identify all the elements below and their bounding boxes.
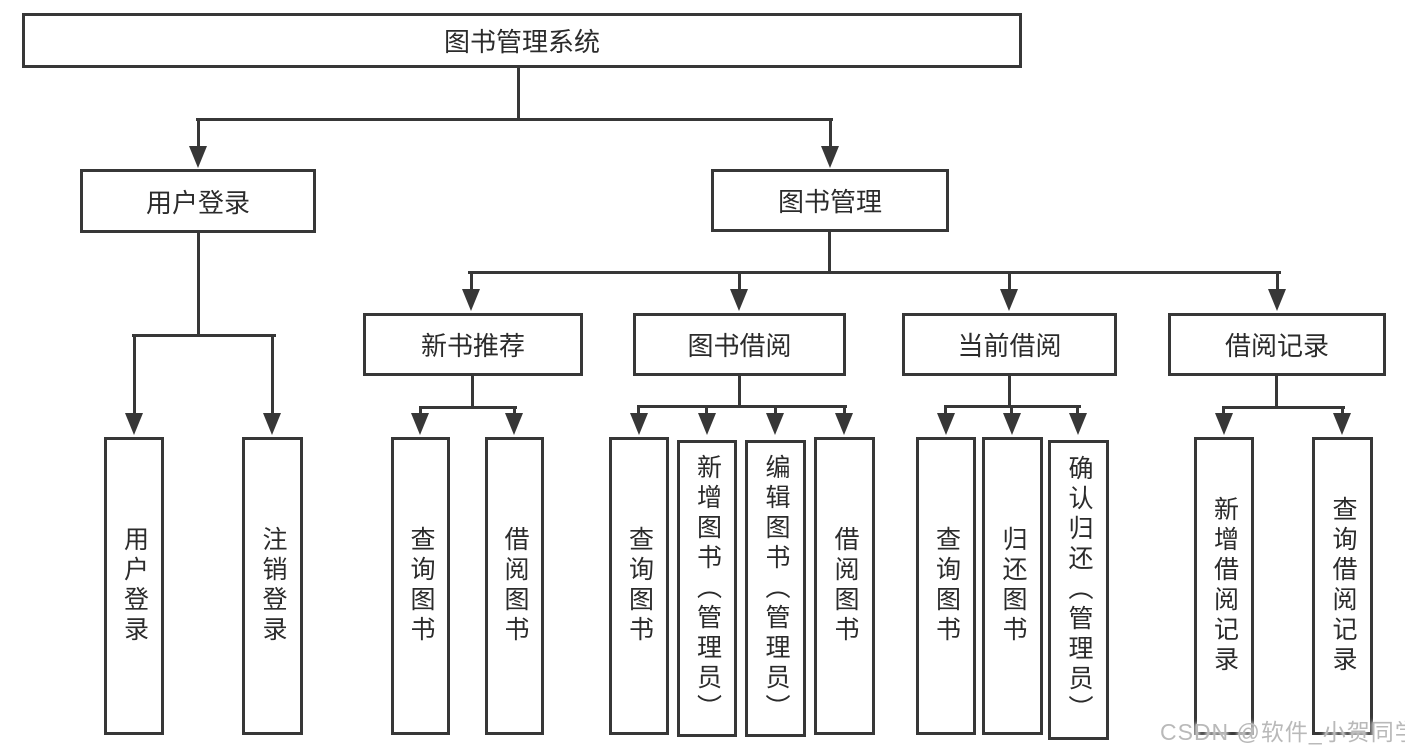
leaf-records-add-record: 新增借阅记录: [1194, 437, 1254, 735]
leaf-label: 用户登录: [120, 526, 149, 646]
connector-line: [1222, 409, 1225, 413]
arrow-down-icon: [766, 413, 784, 435]
connector-line: [828, 232, 831, 273]
connector-line: [774, 408, 777, 413]
leaf-label: 归还图书: [999, 526, 1027, 646]
leaf-borrow-query-books: 查询图书: [609, 437, 669, 735]
node-book-management: 图书管理: [711, 169, 949, 232]
connector-line: [944, 405, 1081, 408]
leaf-user-login: 用户登录: [104, 437, 164, 735]
arrow-down-icon: [835, 413, 853, 435]
arrow-down-icon: [263, 413, 281, 435]
connector-line: [517, 68, 520, 121]
leaf-newbook-query-books: 查询图书: [391, 437, 450, 735]
watermark: CSDN @软件_小贺同学: [1160, 719, 1405, 745]
connector-line: [738, 274, 741, 289]
arrow-down-icon: [1069, 413, 1087, 435]
leaf-label: 注销登录: [259, 526, 287, 646]
connector-line: [513, 409, 516, 413]
connector-line: [197, 233, 200, 336]
node-root: 图书管理系统: [22, 13, 1022, 68]
arrow-down-icon: [730, 289, 748, 311]
node-borrowing-records: 借阅记录: [1168, 313, 1386, 376]
leaf-borrow-borrow-books: 借阅图书: [814, 437, 875, 735]
arrow-down-icon: [698, 413, 716, 435]
connector-line: [1076, 408, 1079, 413]
connector-line: [1276, 274, 1279, 289]
connector-line: [738, 376, 741, 405]
node-book-borrowing: 图书借阅: [633, 313, 846, 376]
connector-line: [132, 334, 276, 337]
connector-line: [419, 406, 517, 409]
leaf-label: 查询图书: [932, 526, 961, 646]
connector-line: [419, 409, 422, 413]
connector-line: [1010, 408, 1013, 413]
leaf-label: 查询借阅记录: [1329, 496, 1357, 676]
leaf-label: 查询图书: [407, 526, 435, 646]
leaf-newbook-borrow-books: 借阅图书: [485, 437, 544, 735]
arrow-down-icon: [505, 413, 523, 435]
connector-line: [196, 118, 833, 121]
connector-line: [829, 121, 832, 148]
node-current-borrowing: 当前借阅: [902, 313, 1117, 376]
connector-line: [637, 405, 847, 408]
connector-line: [468, 271, 1281, 274]
connector-line: [1008, 274, 1011, 289]
leaf-borrow-edit-books-admin: 编辑图书（管理员）: [745, 440, 806, 737]
arrow-down-icon: [189, 146, 207, 168]
connector-line: [197, 121, 200, 148]
connector-line: [1222, 406, 1345, 409]
arrow-down-icon: [1268, 289, 1286, 311]
leaf-label: 新增图书（管理员）: [693, 453, 722, 724]
leaf-current-confirm-return-admin: 确认归还（管理员）: [1048, 440, 1109, 740]
arrow-down-icon: [462, 289, 480, 311]
connector-line: [271, 337, 274, 413]
leaf-current-return-books: 归还图书: [982, 437, 1043, 735]
arrow-down-icon: [411, 413, 429, 435]
leaf-borrow-add-books-admin: 新增图书（管理员）: [677, 440, 737, 737]
arrow-down-icon: [1215, 413, 1233, 435]
connector-line: [1341, 409, 1344, 413]
leaf-records-query-record: 查询借阅记录: [1312, 437, 1373, 735]
node-user-login: 用户登录: [80, 169, 316, 233]
arrow-down-icon: [821, 146, 839, 168]
arrow-down-icon: [125, 413, 143, 435]
leaf-current-query-books: 查询图书: [916, 437, 976, 735]
node-new-book-recommend: 新书推荐: [363, 313, 583, 376]
connector-line: [843, 408, 846, 413]
leaf-label: 借阅图书: [831, 526, 859, 646]
leaf-label: 借阅图书: [501, 526, 529, 646]
leaf-label: 查询图书: [625, 526, 654, 646]
leaf-label: 新增借阅记录: [1210, 496, 1239, 676]
connector-line: [944, 408, 947, 413]
connector-line: [1008, 376, 1011, 405]
connector-line: [705, 408, 708, 413]
leaf-label: 编辑图书（管理员）: [762, 453, 790, 724]
arrow-down-icon: [630, 413, 648, 435]
connector-line: [637, 408, 640, 413]
arrow-down-icon: [937, 413, 955, 435]
arrow-down-icon: [1003, 413, 1021, 435]
arrow-down-icon: [1333, 413, 1351, 435]
connector-line: [1275, 376, 1278, 406]
connector-line: [133, 337, 136, 413]
leaf-label: 确认归还（管理员）: [1065, 455, 1093, 725]
connector-line: [470, 274, 473, 289]
connector-line: [471, 376, 474, 406]
arrow-down-icon: [1000, 289, 1018, 311]
leaf-logout: 注销登录: [242, 437, 303, 735]
